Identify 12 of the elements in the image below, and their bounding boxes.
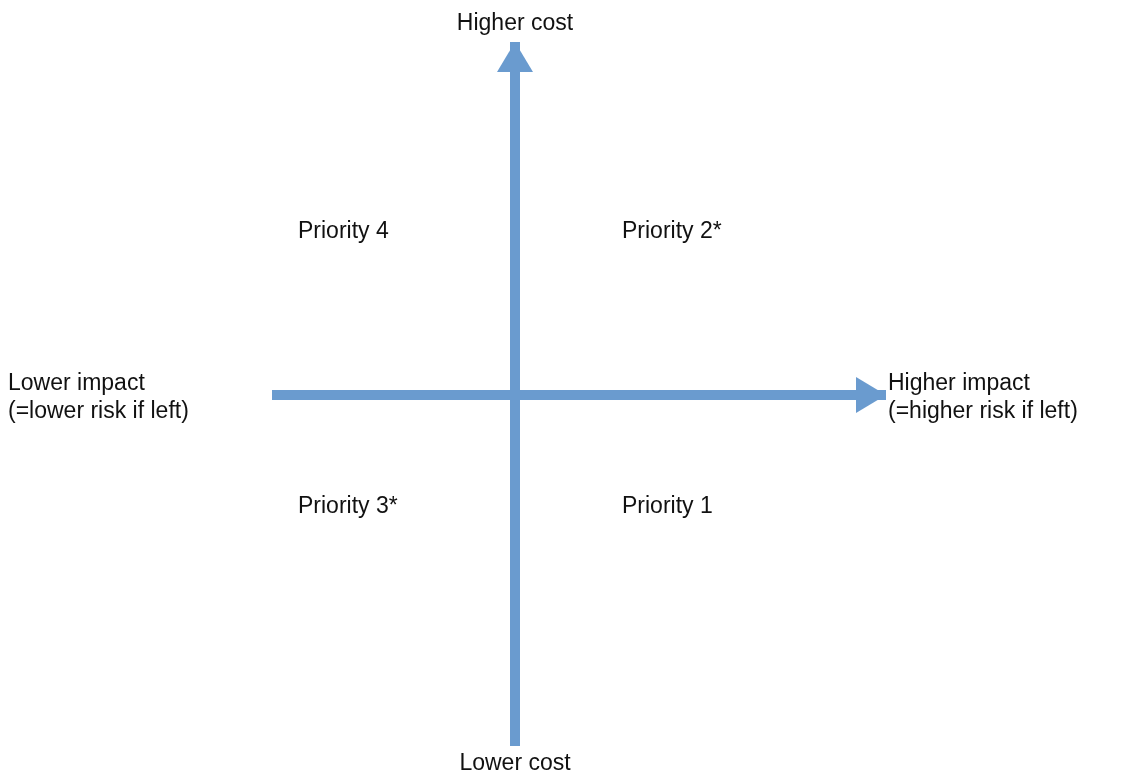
axis-label: Higher cost [455, 8, 575, 36]
quadrant-label: Priority 3* [298, 491, 398, 519]
quadrant-label: Priority 2* [622, 216, 722, 244]
axis-note: (=higher risk if left) [888, 396, 1079, 424]
axis-label: Lower cost [458, 748, 572, 773]
axis-label: Lower impact [8, 368, 146, 396]
quadrant-label: Priority 4 [298, 216, 389, 244]
axis-note: (=lower risk if left) [8, 396, 190, 424]
axis-arrow [272, 377, 886, 413]
axis-label: Higher impact [888, 368, 1031, 396]
axis-arrow [497, 42, 533, 746]
quadrant-label: Priority 1 [622, 491, 713, 519]
